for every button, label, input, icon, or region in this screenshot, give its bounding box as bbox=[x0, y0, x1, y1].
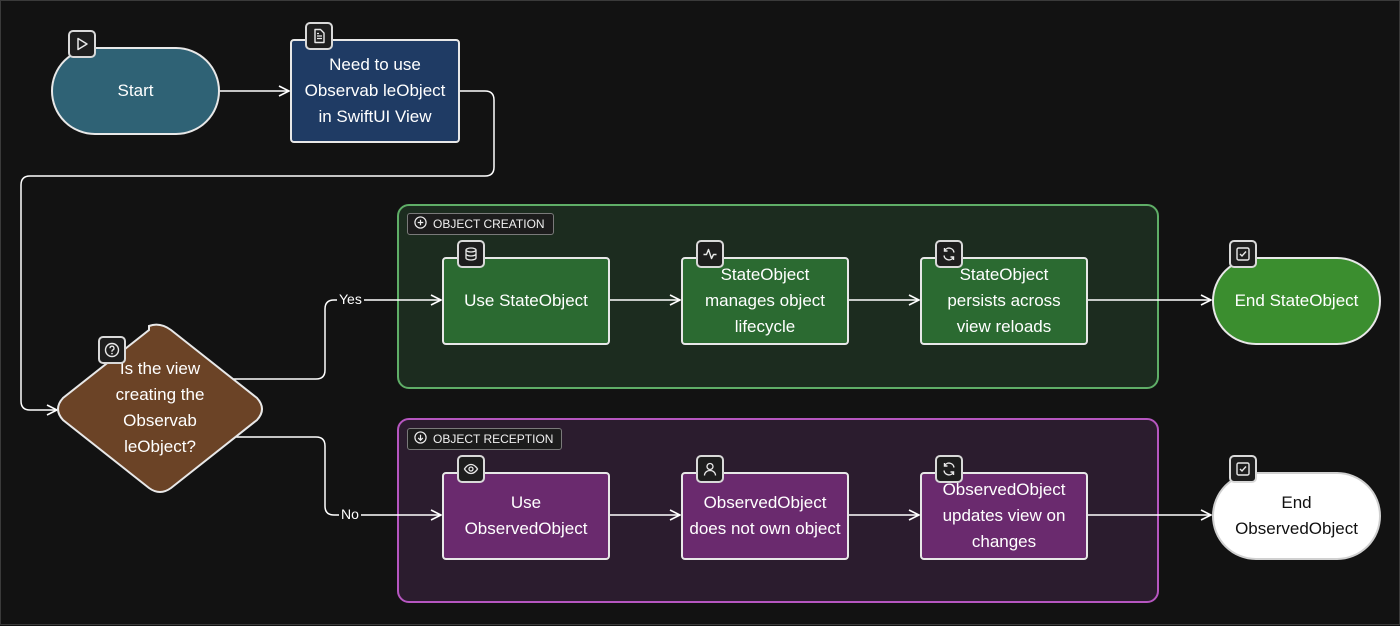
node-end-stateobject[interactable]: End StateObject bbox=[1212, 257, 1381, 345]
edge-decision-no bbox=[233, 436, 441, 515]
plus-circle-icon bbox=[414, 216, 427, 232]
activity-icon bbox=[696, 240, 724, 268]
refresh-icon bbox=[935, 455, 963, 483]
node-use-stateobject[interactable]: Use StateObject bbox=[442, 257, 610, 345]
arrow-down-circle-icon bbox=[414, 431, 427, 447]
edge-label-yes: Yes bbox=[337, 291, 364, 307]
question-icon bbox=[98, 336, 126, 364]
node-start[interactable]: Start bbox=[51, 47, 220, 135]
node-decision-label: Is the view creating the Observab leObje… bbox=[115, 359, 205, 456]
edge-need-decision bbox=[20, 90, 495, 410]
node-decision-shape[interactable] bbox=[53, 322, 267, 496]
node-use-observedobject[interactable]: Use ObservedObject bbox=[442, 472, 610, 560]
play-icon bbox=[68, 30, 96, 58]
checkbox-icon bbox=[1229, 455, 1257, 483]
node-stateobject-persists[interactable]: StateObject persists across view reloads bbox=[920, 257, 1088, 345]
node-stateobject-manages[interactable]: StateObject manages object lifecycle bbox=[681, 257, 849, 345]
node-observedobject-not-own[interactable]: ObservedObject does not own object bbox=[681, 472, 849, 560]
eye-icon bbox=[457, 455, 485, 483]
document-icon bbox=[305, 22, 333, 50]
node-end-observedobject[interactable]: End ObservedObject bbox=[1212, 472, 1381, 560]
edge-label-no: No bbox=[339, 506, 361, 522]
node-need-observable[interactable]: Need to use Observab leObject in SwiftUI… bbox=[290, 39, 460, 143]
database-icon bbox=[457, 240, 485, 268]
user-icon bbox=[696, 455, 724, 483]
group-label-object-creation: OBJECT CREATION bbox=[407, 213, 554, 235]
refresh-icon bbox=[935, 240, 963, 268]
edge-decision-yes bbox=[233, 300, 441, 380]
node-observedobject-updates[interactable]: ObservedObject updates view on changes bbox=[920, 472, 1088, 560]
checkbox-icon bbox=[1229, 240, 1257, 268]
group-label-object-reception: OBJECT RECEPTION bbox=[407, 428, 563, 450]
